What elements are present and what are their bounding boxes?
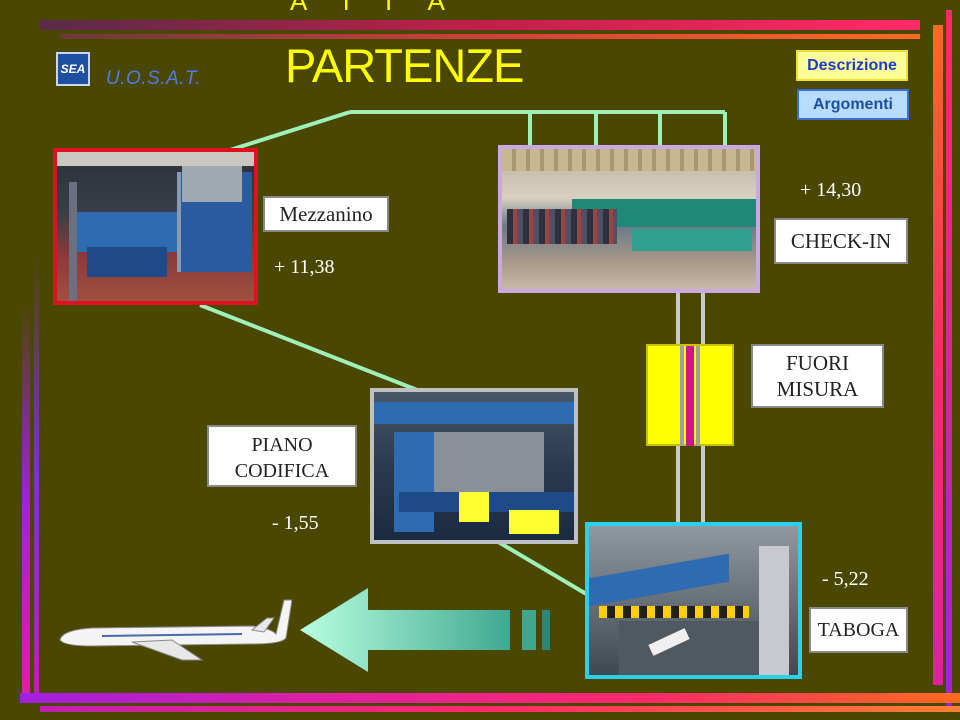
bottom-stripe bbox=[20, 693, 960, 703]
taboga-height: - 5,22 bbox=[822, 568, 869, 590]
right-stripe-2 bbox=[946, 10, 952, 710]
page-title: PARTENZE bbox=[285, 39, 524, 92]
piano-codifica-line1: PIANO bbox=[251, 434, 313, 456]
airplane-icon bbox=[59, 599, 292, 661]
top-stripe-2 bbox=[60, 34, 920, 39]
checkin-photo bbox=[498, 145, 760, 293]
fuori-misura-label: FUORI MISURA bbox=[751, 344, 884, 408]
descrizione-button[interactable]: Descrizione bbox=[796, 50, 908, 81]
piano-codifica-label: PIANO CODIFICA bbox=[207, 425, 357, 487]
connector-line bbox=[229, 110, 351, 152]
right-stripe bbox=[933, 25, 943, 685]
left-stripe-2 bbox=[34, 250, 39, 700]
argomenti-button[interactable]: Argomenti bbox=[797, 89, 909, 120]
mezzanino-label: Mezzanino bbox=[263, 196, 389, 232]
checkin-height: + 14,30 bbox=[800, 179, 862, 201]
fuori-misura-line2: MISURA bbox=[776, 377, 859, 401]
connector-line bbox=[199, 303, 431, 397]
mezzanino-height: + 11,38 bbox=[274, 256, 335, 278]
logo-text: SEA bbox=[60, 62, 86, 76]
left-stripe bbox=[22, 300, 30, 700]
taboga-photo bbox=[585, 522, 802, 679]
mezzanino-photo bbox=[53, 148, 258, 305]
fuori-misura-block bbox=[646, 344, 734, 446]
org-name: U.O.S.A.T. bbox=[106, 68, 202, 89]
checkin-label: CHECK-IN bbox=[774, 218, 908, 264]
piano-codifica-line2: CODIFICA bbox=[234, 460, 330, 482]
bottom-stripe-2 bbox=[40, 706, 960, 712]
sea-logo: SEA bbox=[56, 52, 90, 86]
fuori-misura-line1: FUORI bbox=[785, 351, 849, 375]
connector-line bbox=[493, 538, 590, 597]
top-stripe bbox=[40, 20, 920, 30]
departure-arrow bbox=[300, 588, 550, 672]
piano-codifica-photo bbox=[370, 388, 578, 544]
piano-codifica-height: - 1,55 bbox=[272, 512, 319, 534]
taboga-label: TABOGA bbox=[809, 607, 908, 653]
title-top-fragment: Å I I Å bbox=[290, 0, 459, 16]
